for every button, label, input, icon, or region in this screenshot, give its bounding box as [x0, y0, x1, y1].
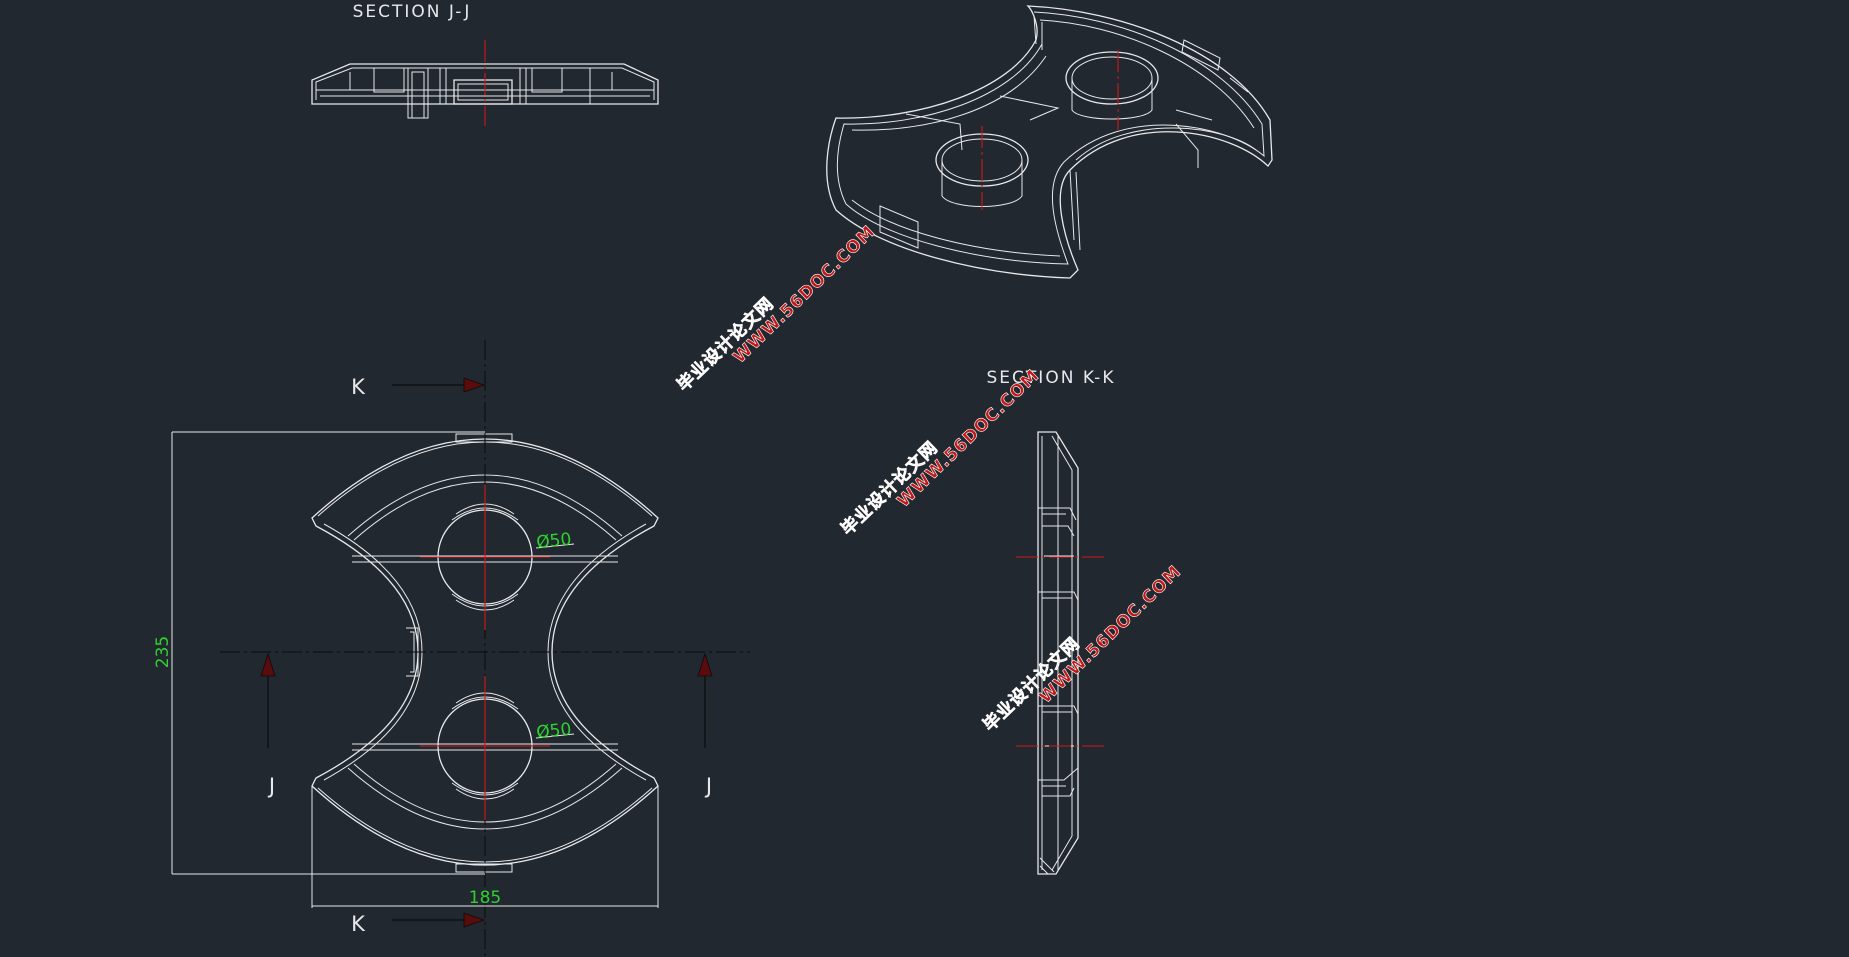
j-left-label: J — [267, 774, 275, 798]
isometric-view — [826, 5, 1273, 279]
j-right-label: J — [704, 774, 712, 798]
watermark-1-url: WWW.56DOC.COM — [730, 222, 880, 368]
k-bottom-label: K — [351, 912, 366, 936]
k-top-arrow — [463, 377, 486, 393]
front-view: K K J J 235 185 Ø50 Ø50 — [153, 340, 750, 957]
section-k-k-title: SECTION K-K — [987, 368, 1116, 388]
section-j-j-profile — [311, 63, 659, 119]
watermark-2-url: WWW.56DOC.COM — [894, 366, 1044, 512]
section-k-k-view: SECTION K-K — [987, 368, 1116, 875]
section-j-j-title: SECTION J-J — [353, 2, 472, 22]
height-dimension-text: 235 — [153, 636, 173, 668]
width-dimension-text: 185 — [469, 888, 501, 908]
section-j-j-view: SECTION J-J — [311, 2, 659, 126]
watermark-1: 毕业设计论文网 WWW.56DOC.COM — [673, 221, 880, 396]
upper-hole-diameter: Ø50 — [535, 529, 572, 553]
j-right-arrow — [697, 652, 713, 677]
lower-hole-diameter: Ø50 — [535, 719, 572, 743]
watermark-2: 毕业设计论文网 WWW.56DOC.COM — [837, 365, 1044, 540]
watermark-3: 毕业设计论文网 WWW.56DOC.COM — [979, 561, 1186, 736]
k-top-label: K — [351, 375, 366, 399]
section-k-k-profile — [1037, 431, 1079, 875]
j-left-arrow — [260, 652, 276, 677]
k-bottom-arrow — [463, 912, 486, 928]
